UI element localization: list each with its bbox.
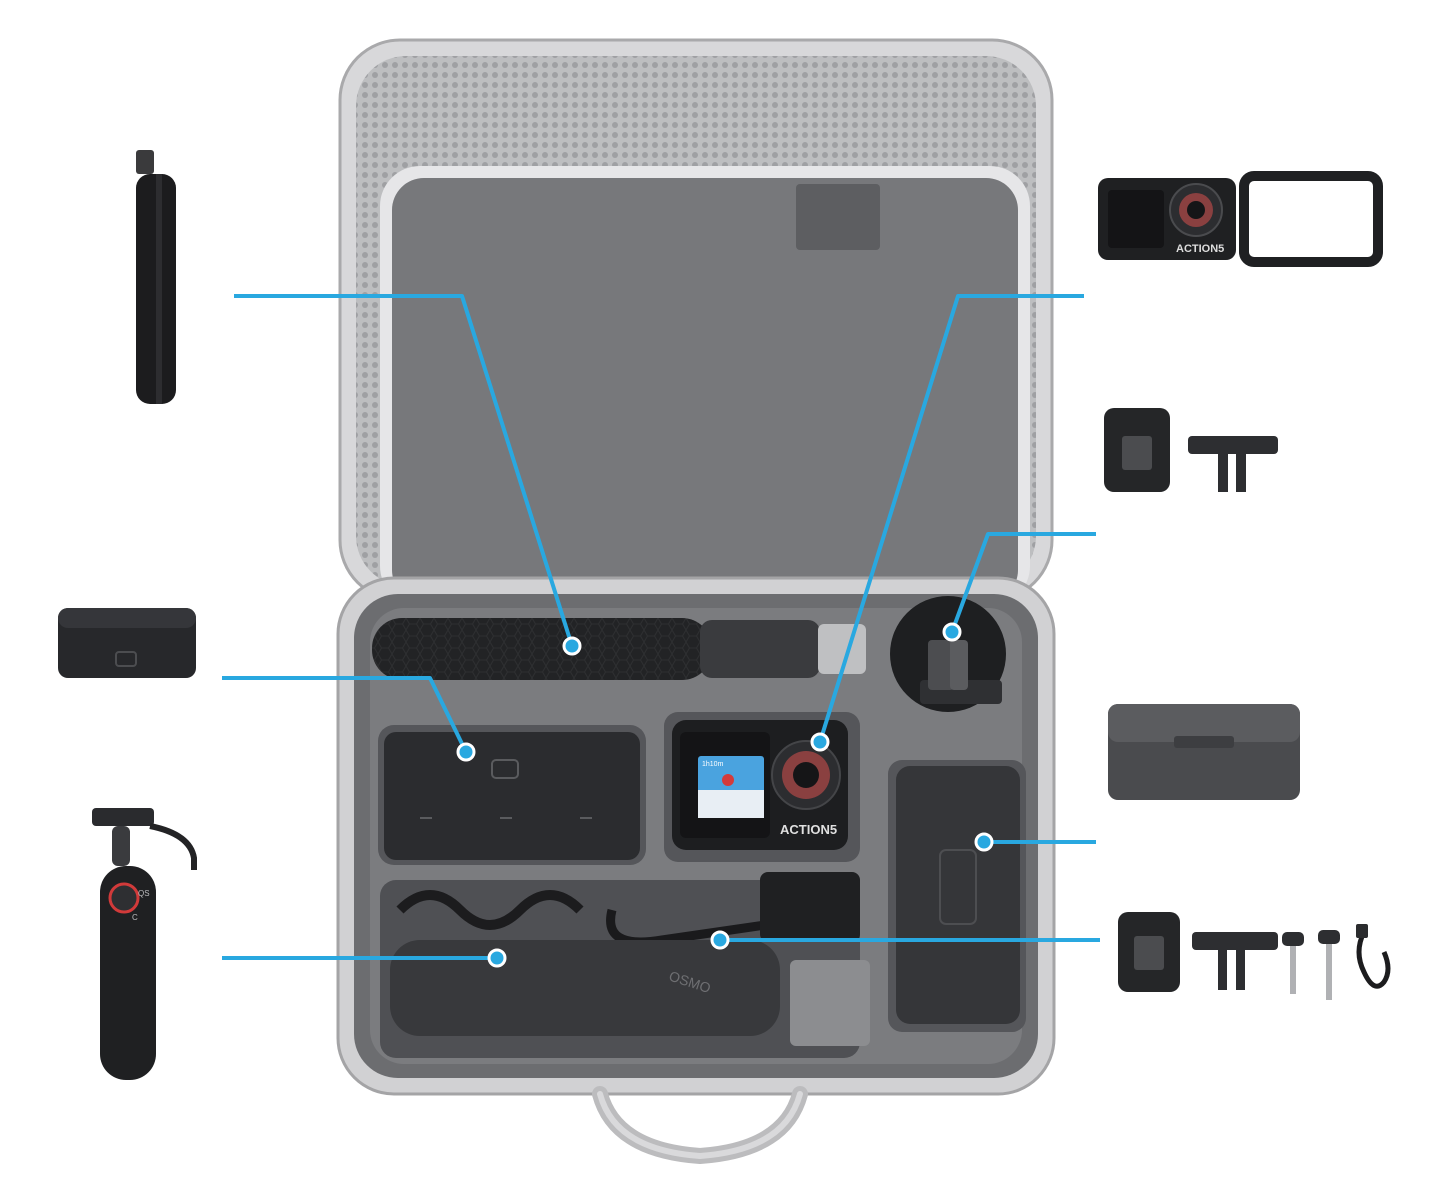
magnetic-mount-accessory-icon xyxy=(1118,912,1180,992)
mini-tripod-grip-icon: QS C xyxy=(92,808,197,1080)
thumb-screw-icon xyxy=(1282,930,1340,1000)
cable-and-grip-in-case: OSMO xyxy=(390,872,870,1046)
mount-in-case xyxy=(890,596,1006,712)
quick-release-adapter-icon xyxy=(1188,436,1278,492)
battery-box-icon xyxy=(1108,704,1300,800)
usb-c-cable-icon xyxy=(1356,924,1391,989)
callout-mount-dot xyxy=(942,622,962,642)
callout-mini-tripod-dot xyxy=(487,948,507,968)
velcro-strap xyxy=(790,960,870,1046)
camera-badge-in-case: ACTION5 xyxy=(780,822,837,837)
action-camera-icon: ACTION5 xyxy=(1098,178,1236,260)
callout-camera-dot xyxy=(810,732,830,752)
lid-padded-panel xyxy=(392,178,1018,602)
callout-battery-hub xyxy=(222,676,468,753)
callout-battery-hub-dot xyxy=(456,742,476,762)
callout-extension-rod xyxy=(234,294,574,647)
case-lid xyxy=(338,38,1054,606)
battery-hub-in-case xyxy=(384,732,640,860)
grip-button-c: C xyxy=(132,913,138,922)
adapter-accessory-icon xyxy=(1192,932,1278,990)
magnetic-quick-release-mount-icon xyxy=(1104,408,1170,492)
extension-rod-icon xyxy=(136,150,176,404)
grip-button-qs: QS xyxy=(138,889,150,898)
callout-accessories-dot xyxy=(710,930,730,950)
battery-case-in-case xyxy=(896,766,1020,1024)
callout-mount xyxy=(950,532,1096,633)
callout-lines xyxy=(222,294,1100,968)
callout-camera xyxy=(818,294,1084,743)
camera-screen-readout: 1h10m xyxy=(702,761,724,768)
selfie-stick-in-case xyxy=(372,618,866,680)
callout-battery-box-dot xyxy=(974,832,994,852)
callout-extension-rod-dot xyxy=(562,636,582,656)
camera-badge-top: ACTION5 xyxy=(1176,243,1224,255)
accessory-set xyxy=(1118,912,1391,1000)
velcro-patch xyxy=(796,184,880,250)
battery-charging-hub-icon xyxy=(58,608,196,678)
camera-in-case: 1h10m ACTION5 xyxy=(672,720,848,850)
camera-protective-frame-icon xyxy=(1239,171,1383,267)
